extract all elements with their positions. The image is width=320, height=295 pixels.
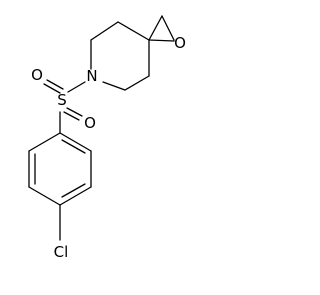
bond-c5-n <box>102 81 126 91</box>
bond-ar-inner-b <box>61 183 86 198</box>
nitrogen-label: N <box>86 67 97 85</box>
bond-ar-4-5 <box>28 186 61 206</box>
sulfur-label: S <box>57 91 67 109</box>
bond-s-o-lower-1 <box>66 107 83 117</box>
bond-c2-c3 <box>90 21 119 41</box>
chlorine-label: Cl <box>54 243 69 261</box>
bond-ch2-o <box>161 15 175 41</box>
benzene-ring <box>28 132 92 241</box>
bond-ar-6-1 <box>28 132 61 152</box>
bond-s-o-upper-2 <box>46 79 64 90</box>
epoxide-ring <box>148 15 175 42</box>
oxygen-sulfonyl-lower-label: O <box>84 114 96 132</box>
bond-c6-c5 <box>124 75 150 91</box>
piperidine-ring <box>90 21 150 91</box>
bond-spiro-c-c2 <box>117 21 150 41</box>
bond-ar-3-4 <box>59 186 92 206</box>
bond-s-o-upper-1 <box>43 83 61 94</box>
sulfonyl-group <box>43 79 86 134</box>
bond-s-o-lower-2 <box>63 111 80 121</box>
bond-spiro-c-ch2 <box>148 15 163 41</box>
oxygen-epoxide-label: O <box>174 34 186 52</box>
bond-ar-1-2 <box>59 132 92 152</box>
structure-diagram: O N S O O Cl <box>28 15 186 261</box>
molecule-drawing: O N S O O Cl <box>28 15 186 261</box>
bond-ar-inner-a <box>61 139 86 154</box>
bond-o-spiro-c <box>148 39 175 42</box>
bond-n-s <box>67 81 86 93</box>
oxygen-sulfonyl-upper-label: O <box>31 66 43 84</box>
